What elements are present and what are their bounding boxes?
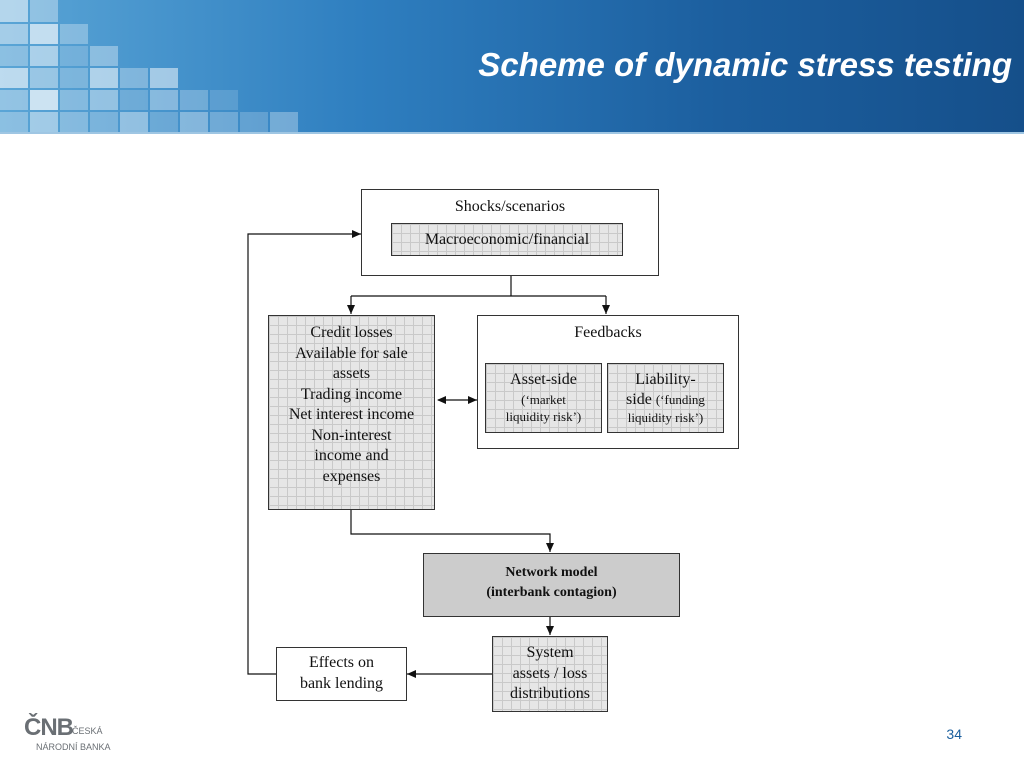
losses-line: Trading income xyxy=(300,385,403,403)
effects-line: Effects on xyxy=(308,654,374,671)
asset-side-box: Asset-side (‘market liquidity risk’) xyxy=(485,363,602,433)
asset-side-line2: (‘market xyxy=(521,391,566,407)
arrow-split-losses xyxy=(351,295,606,314)
logo-line2: NÁRODNÍ BANKA xyxy=(36,742,111,752)
network-line1: Network model xyxy=(505,565,598,580)
system-box: System assets / loss distributions xyxy=(492,636,608,712)
feedbacks-box: Feedbacks Asset-side (‘market liquidity … xyxy=(477,315,739,449)
liability-side-line1: Liability- xyxy=(635,371,696,388)
losses-line: expenses xyxy=(322,467,381,485)
liability-side-line3: liquidity risk’) xyxy=(627,409,704,425)
losses-line: Available for sale xyxy=(295,344,408,362)
asset-side-line1: Asset-side xyxy=(510,371,577,388)
effects-line: bank lending xyxy=(299,674,384,692)
network-model-box: Network model (interbank contagion) xyxy=(423,553,680,617)
system-line: System xyxy=(526,644,574,661)
network-line2: (interbank contagion) xyxy=(486,585,617,600)
header-divider xyxy=(0,132,1024,134)
liability-side-line2a: side xyxy=(626,390,656,408)
logo-main: ČNB xyxy=(24,714,74,741)
shocks-title: Shocks/scenarios xyxy=(454,198,566,215)
cnb-logo: ČNB ČESKÁ NÁRODNÍ BANKA xyxy=(24,712,134,756)
feedbacks-title: Feedbacks xyxy=(574,324,642,341)
system-line: distributions xyxy=(509,685,590,702)
macro-financial-label: Macroeconomic/financial xyxy=(424,231,590,248)
system-line: assets / loss xyxy=(512,664,588,682)
page-number: 34 xyxy=(946,726,962,742)
mosaic-decoration xyxy=(0,0,298,132)
logo-line1: ČESKÁ xyxy=(72,726,103,736)
arrow-effects-shocks xyxy=(247,230,361,675)
losses-line: Net interest income xyxy=(288,406,415,423)
losses-box: Credit losses Available for sale assets … xyxy=(268,315,435,510)
losses-line: assets xyxy=(332,365,371,382)
losses-line: income and xyxy=(314,447,389,464)
slide-title: Scheme of dynamic stress testing xyxy=(478,46,1012,83)
liability-side-line2b: (‘funding xyxy=(655,391,705,407)
effects-box: Effects on bank lending xyxy=(276,647,407,701)
arrow-losses-network xyxy=(350,510,554,552)
asset-side-line3: liquidity risk’) xyxy=(505,408,582,424)
losses-line: Non-interest xyxy=(311,426,392,444)
header-banner: Scheme of dynamic stress testing xyxy=(0,0,1024,132)
macro-financial-box: Macroeconomic/financial xyxy=(391,223,623,256)
shocks-box: Shocks/scenarios Macroeconomic/financial xyxy=(361,189,659,276)
losses-line: Credit losses xyxy=(310,324,393,341)
liability-side-box: Liability- side (‘funding liquidity risk… xyxy=(607,363,724,433)
